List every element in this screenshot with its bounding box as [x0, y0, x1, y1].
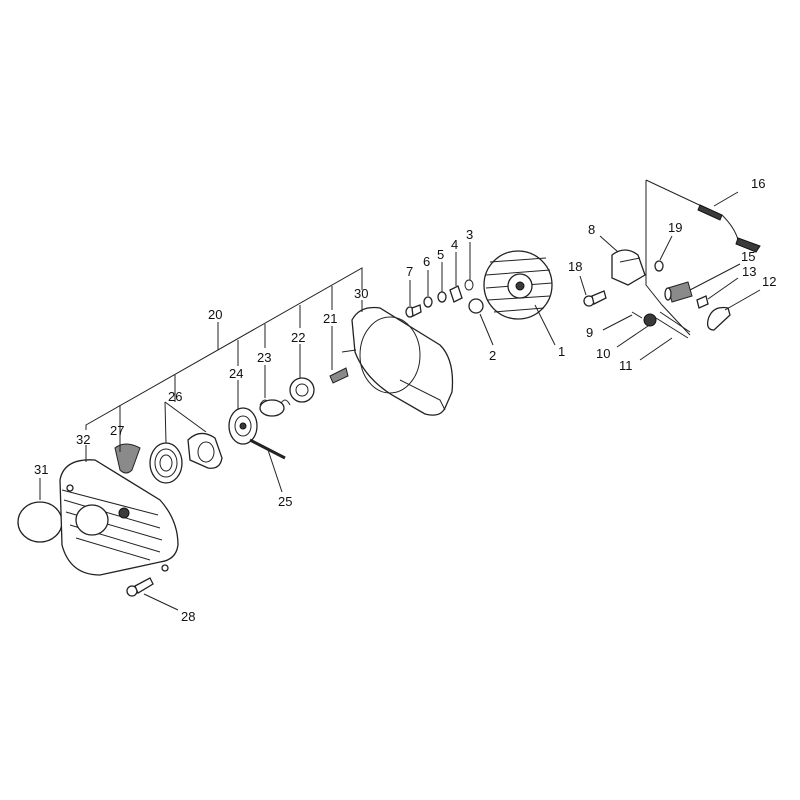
part-9-grommet	[631, 311, 657, 327]
part-11-lead	[655, 311, 691, 339]
label-1: 1	[558, 344, 565, 359]
label-12: 12	[762, 274, 776, 289]
part-23-spring	[259, 399, 291, 417]
part-13-spring	[696, 295, 709, 309]
part-26-recoil-spring	[149, 432, 223, 484]
part-1-flywheel	[483, 250, 553, 320]
part-25-starter-rope	[249, 438, 286, 460]
part-21-bolt	[329, 367, 349, 384]
label-4: 4	[451, 237, 458, 252]
label-7: 7	[406, 264, 413, 279]
part-2-nut	[468, 298, 484, 314]
part-15-spark-plug	[664, 281, 693, 303]
label-19: 19	[668, 220, 682, 235]
label-25: 25	[278, 494, 292, 509]
label-2: 2	[489, 348, 496, 363]
label-31: 31	[34, 462, 48, 477]
part-30-fan-housing	[341, 306, 454, 416]
part-12-plug-cap	[706, 306, 731, 331]
part-labels: 1 2 3 4 5 6 7 8 9 10 11 12 13 15 16 18 1…	[34, 176, 776, 624]
label-11: 11	[619, 358, 633, 373]
label-16: 16	[751, 176, 765, 191]
label-3: 3	[466, 227, 473, 242]
label-13: 13	[742, 264, 756, 279]
group-bracket-20	[85, 267, 363, 438]
label-8: 8	[588, 222, 595, 237]
label-20: 20	[208, 307, 222, 322]
label-26: 26	[168, 389, 182, 404]
label-15: 15	[741, 249, 755, 264]
part-3-spring	[464, 279, 474, 291]
label-23: 23	[257, 350, 271, 365]
label-28: 28	[181, 609, 195, 624]
part-4-pawl	[449, 285, 463, 303]
label-27: 27	[110, 423, 124, 438]
part-16-wire	[645, 179, 761, 336]
part-7-screw	[405, 304, 422, 318]
label-10: 10	[596, 346, 610, 361]
label-22: 22	[291, 330, 305, 345]
part-5-washer	[437, 291, 447, 303]
label-5: 5	[437, 247, 444, 262]
part-24-pulley	[228, 407, 258, 445]
label-9: 9	[586, 325, 593, 340]
part-27-starter-handle	[114, 443, 141, 474]
part-28-screw	[126, 577, 154, 597]
part-31-cover-disc	[17, 501, 63, 543]
label-21: 21	[323, 311, 337, 326]
label-6: 6	[423, 254, 430, 269]
part-18-bolt	[583, 290, 607, 307]
part-32-starter-housing	[59, 459, 179, 576]
part-22-pawl-hub	[289, 377, 315, 403]
label-30: 30	[354, 286, 368, 301]
label-24: 24	[229, 366, 243, 381]
part-6-washer	[423, 296, 433, 308]
label-32: 32	[76, 432, 90, 447]
leader-lines	[39, 191, 761, 611]
part-8-ignition-coil	[611, 249, 646, 286]
part-19-washer	[654, 260, 664, 272]
label-18: 18	[568, 259, 582, 274]
